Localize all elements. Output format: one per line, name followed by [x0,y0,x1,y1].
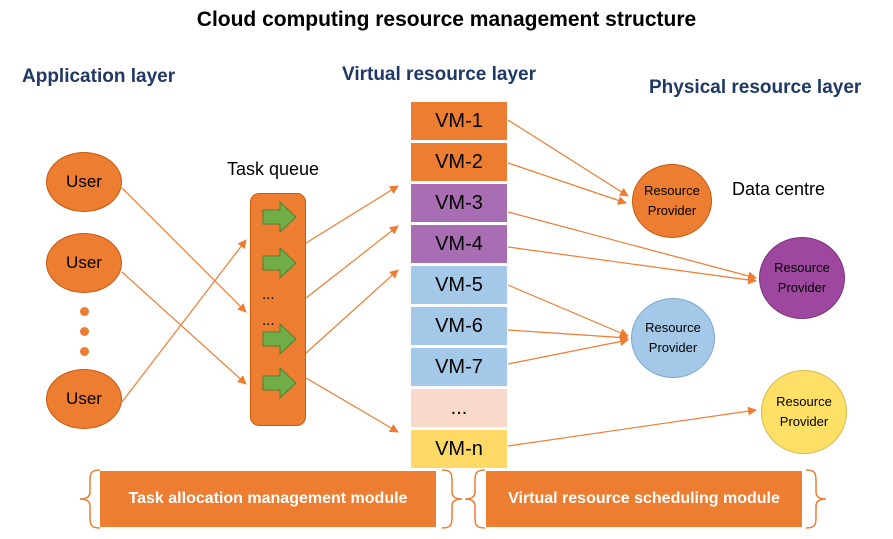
left-brace-icon [79,469,101,529]
data-centre-label: Data centre [732,179,826,199]
right-brace-icon [441,469,463,529]
user-node: User [46,233,122,293]
user-node: User [46,152,122,212]
vm-block: VM-6 [410,306,508,346]
vm-block: VM-4 [410,224,508,264]
task-allocation-module: Task allocation management module [100,471,436,527]
resource-provider-line1: Resource [776,393,832,409]
arrow-queue-dots [305,377,399,433]
green-arrow-icon [262,322,297,356]
vm-block: VM-1 [410,101,508,141]
green-arrow-icon [262,246,297,280]
arrow-user3-queue [121,239,247,403]
queue-ellipsis: ... [262,286,275,303]
vm-block: VM-5 [410,265,508,305]
green-arrow-icon [262,200,297,234]
arrow-vm1-rp1 [507,119,629,197]
vm-block: VM-3 [410,183,508,223]
resource-provider-line2: Provider [648,340,698,355]
arrow-queue-vm2 [305,185,399,244]
application-layer-label: Application layer [22,66,176,87]
left-brace-icon [464,469,486,529]
arrow-user2-queue [121,271,247,385]
resource-provider-line2: Provider [647,203,697,218]
resource-provider-line1: Resource [645,319,701,335]
diagram-title: Cloud computing resource management stru… [196,8,697,31]
virtual-resource-layer-label: Virtual resource layer [342,64,536,85]
green-arrow-icon [262,366,297,400]
virtual-resource-scheduling-module: Virtual resource scheduling module [486,471,802,527]
vm-block: ... [410,388,508,428]
arrow-queue-vm5 [305,269,399,354]
arrow-vmn-rp4 [507,406,757,447]
vm-block: VM-n [410,429,508,469]
ellipsis-dot [80,327,89,336]
arrow-vm6-rp3 [507,329,629,342]
vm-block: VM-7 [410,347,508,387]
arrow-vm4-rp2 [507,246,757,285]
resource-provider-line1: Resource [644,182,700,198]
arrow-vm2-rp1 [507,162,627,205]
resource-provider-line1: Resource [774,259,830,275]
arrow-user1-queue [121,187,247,313]
ellipsis-dot [80,307,89,316]
task-queue-label: Task queue [227,159,320,179]
arrow-vm7-rp3 [507,337,629,365]
ellipsis-dot [80,347,89,356]
arrow-vm5-rp3 [507,284,629,338]
arrow-vm3-rp2 [507,211,757,281]
queue-ellipsis: ... [262,312,275,329]
resource-provider-line2: Provider [777,280,827,295]
vm-block: VM-2 [410,142,508,182]
user-node: User [46,369,122,429]
physical-resource-layer-label: Physical resource layer [649,77,862,98]
arrow-queue-vm4 [305,225,399,299]
resource-provider-line2: Provider [779,414,829,429]
right-brace-icon [805,469,827,529]
